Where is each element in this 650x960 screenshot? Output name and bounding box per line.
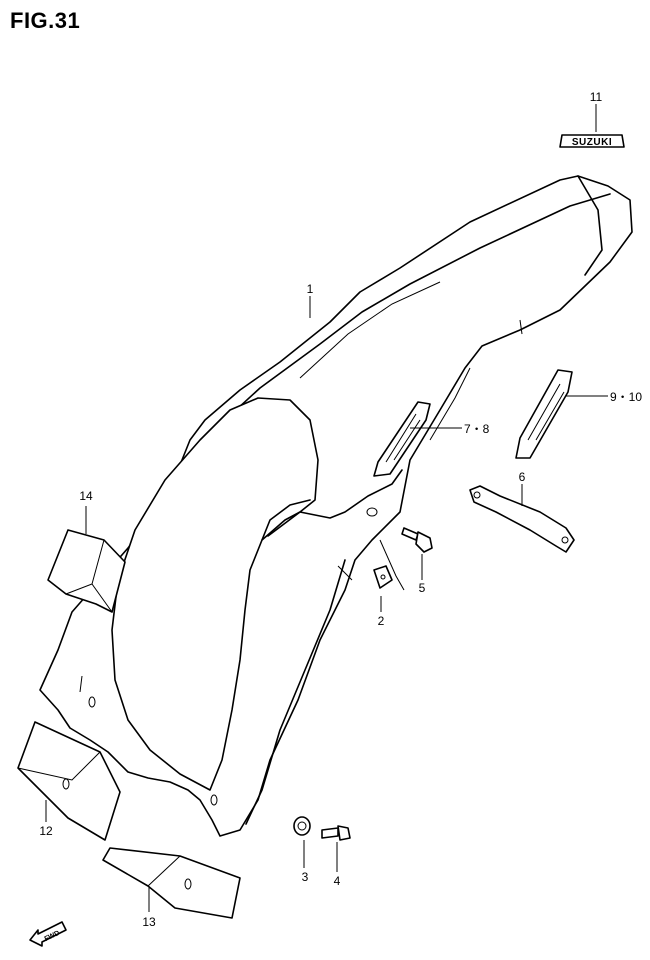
flap-hole (88, 696, 96, 708)
suzuki-emblem (559, 134, 625, 148)
clip-guide (379, 539, 405, 591)
callout-13: 13 (142, 915, 156, 929)
collar (293, 816, 311, 836)
callout-5: 5 (419, 581, 426, 595)
small-flap (47, 529, 126, 613)
rear-fender (39, 175, 633, 837)
figure-title: FIG.31 (10, 8, 81, 33)
flap-piece (102, 847, 241, 919)
callout-2: 2 (378, 614, 385, 628)
callout-12: 12 (39, 824, 53, 838)
bolt-lower (321, 825, 351, 841)
callout-6: 6 (519, 470, 526, 484)
callout-4: 4 (334, 874, 341, 888)
mud-flap-lower (17, 721, 121, 841)
callout-9-10: 9・10 (610, 390, 642, 404)
nut-clip (373, 565, 393, 589)
fwd-arrow-icon (29, 921, 67, 947)
flap-slot (79, 675, 83, 693)
callout-1: 1 (307, 282, 314, 296)
fender-stay (469, 485, 575, 553)
callout-3: 3 (302, 870, 309, 884)
callout-7-8: 7・8 (464, 422, 490, 436)
callout-14: 14 (79, 489, 93, 503)
decal-fender-side (373, 401, 431, 477)
emblem-text: SUZUKI (572, 137, 612, 148)
callout-11: 11 (590, 90, 603, 104)
decal-loose (515, 369, 573, 459)
bolt-upper (401, 527, 433, 553)
leader-lines (45, 104, 608, 912)
